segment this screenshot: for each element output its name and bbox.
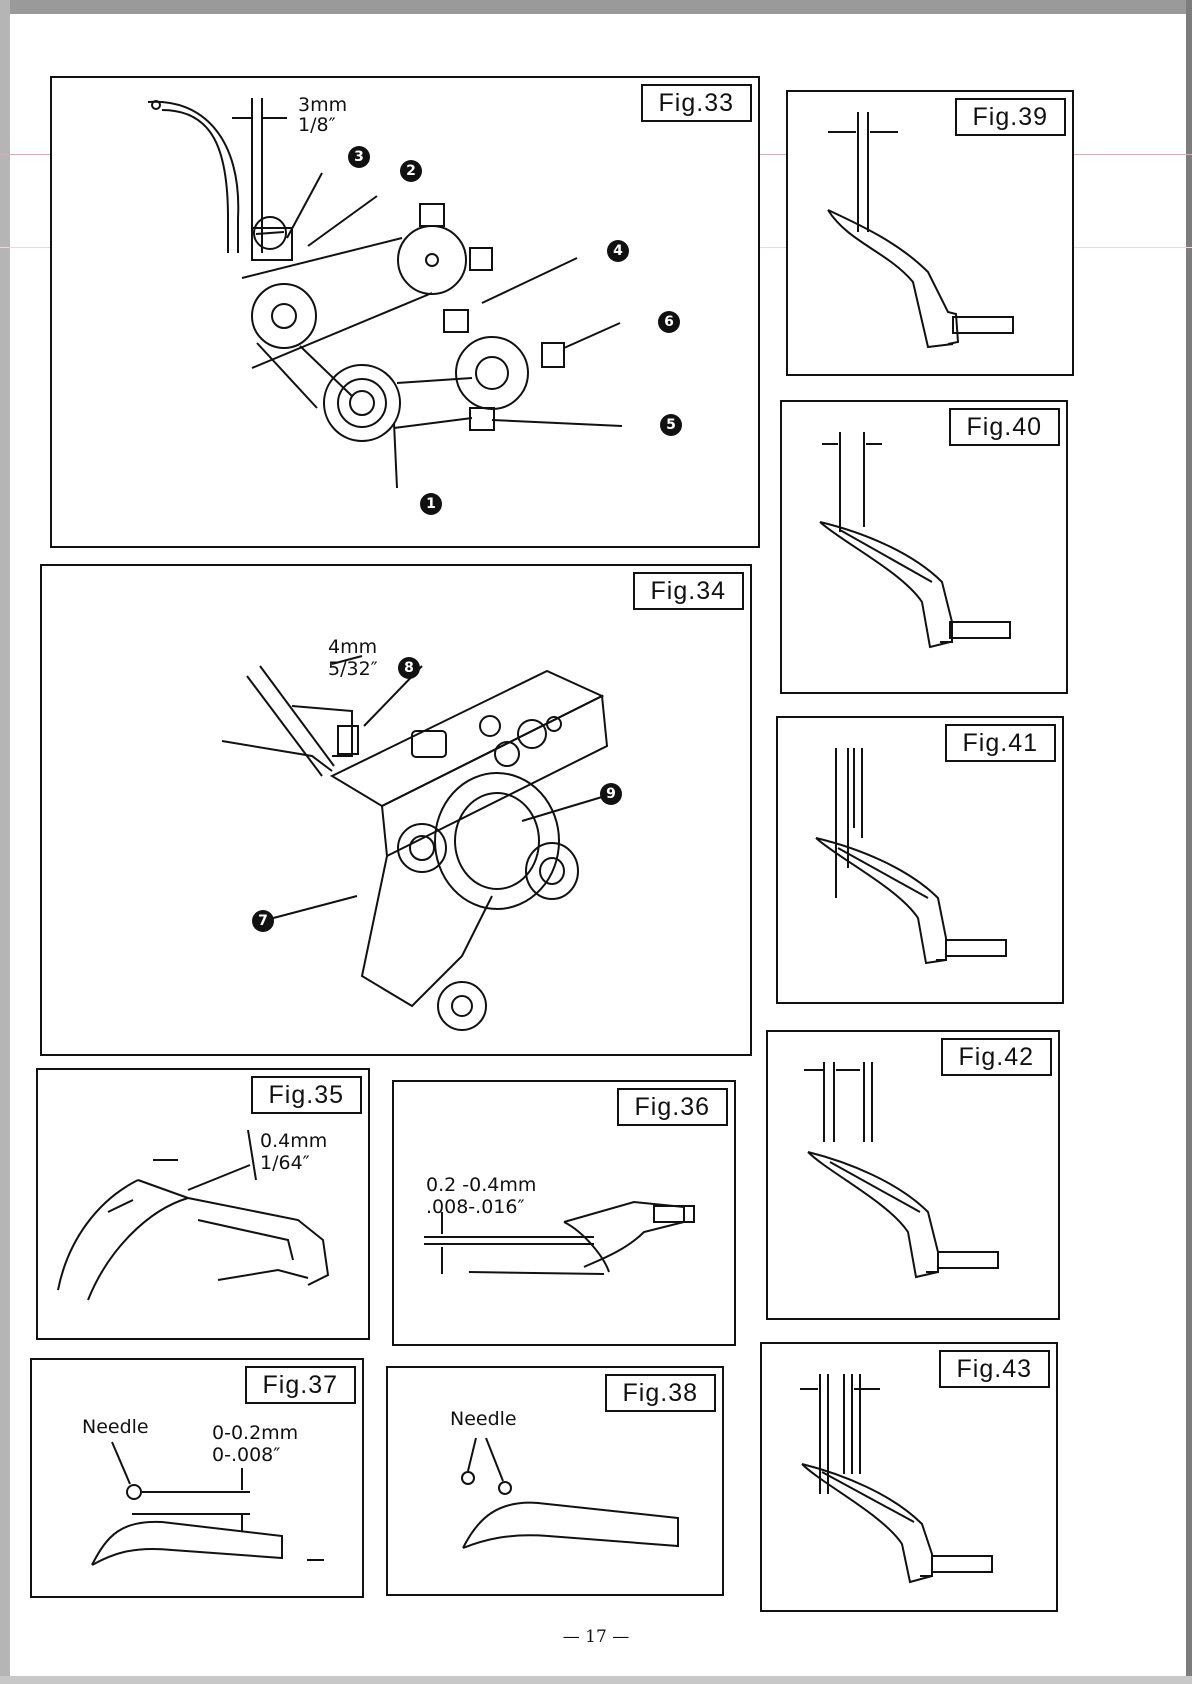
figure-35-label: Fig.35 (251, 1076, 362, 1114)
figure-42-label: Fig.42 (941, 1038, 1052, 1076)
scan-edge-right (1186, 0, 1192, 1684)
scan-edge-top (0, 0, 1192, 14)
needle-label: Needle (82, 1416, 149, 1438)
callout-5: 5 (660, 414, 682, 436)
figure-36-label: Fig.36 (617, 1088, 728, 1126)
dimension-inch: 1/64″ (260, 1152, 310, 1174)
dimension-mm: 0.2 -0.4mm (426, 1174, 536, 1196)
callout-8: 8 (398, 657, 420, 679)
figure-35-panel: Fig.35 0.4mm 1/64″ (36, 1068, 370, 1340)
dimension-mm: 3mm (298, 94, 347, 116)
callout-2: 2 (400, 160, 422, 182)
figure-42-panel: Fig.42 (766, 1030, 1060, 1320)
callout-3: 3 (348, 146, 370, 168)
figure-40-label: Fig.40 (949, 408, 1060, 446)
figure-39-panel: Fig.39 (786, 90, 1074, 376)
figure-33-panel: Fig.33 3mm 1/8″ 3 2 4 6 5 1 (50, 76, 760, 548)
dimension-mm: 0.4mm (260, 1130, 327, 1152)
figure-38-label: Fig.38 (605, 1374, 716, 1412)
dimension-inch: 5/32″ (328, 658, 378, 680)
scan-edge-bottom (0, 1676, 1192, 1684)
callout-9: 9 (600, 783, 622, 805)
figure-38-panel: Fig.38 Needle (386, 1366, 724, 1596)
dimension-inch: .008-.016″ (426, 1196, 525, 1218)
figure-36-panel: Fig.36 0.2 -0.4mm .008-.016″ (392, 1080, 736, 1346)
figure-43-panel: Fig.43 (760, 1342, 1058, 1612)
callout-4: 4 (607, 240, 629, 262)
figure-34-illustration (42, 566, 750, 1054)
needle-label: Needle (450, 1408, 517, 1430)
figure-43-label: Fig.43 (939, 1350, 1050, 1388)
figure-33-label: Fig.33 (641, 84, 752, 122)
figure-39-label: Fig.39 (955, 98, 1066, 136)
callout-7: 7 (252, 910, 274, 932)
figure-37-panel: Fig.37 Needle 0-0.2mm 0-.008″ (30, 1358, 364, 1598)
dimension-inch: 1/8″ (298, 114, 336, 136)
dimension-mm: 0-0.2mm (212, 1422, 298, 1444)
figure-40-panel: Fig.40 (780, 400, 1068, 694)
page-number: — 17 — (0, 1627, 1192, 1647)
callout-6: 6 (658, 311, 680, 333)
scan-edge-left (0, 0, 10, 1684)
figure-37-label: Fig.37 (245, 1366, 356, 1404)
figure-34-panel: Fig.34 4mm 5/32″ 8 9 7 (40, 564, 752, 1056)
callout-1: 1 (420, 493, 442, 515)
dimension-inch: 0-.008″ (212, 1444, 280, 1466)
figure-33-illustration (52, 78, 758, 546)
figure-41-label: Fig.41 (945, 724, 1056, 762)
figure-34-label: Fig.34 (633, 572, 744, 610)
figure-41-panel: Fig.41 (776, 716, 1064, 1004)
dimension-mm: 4mm (328, 636, 377, 658)
